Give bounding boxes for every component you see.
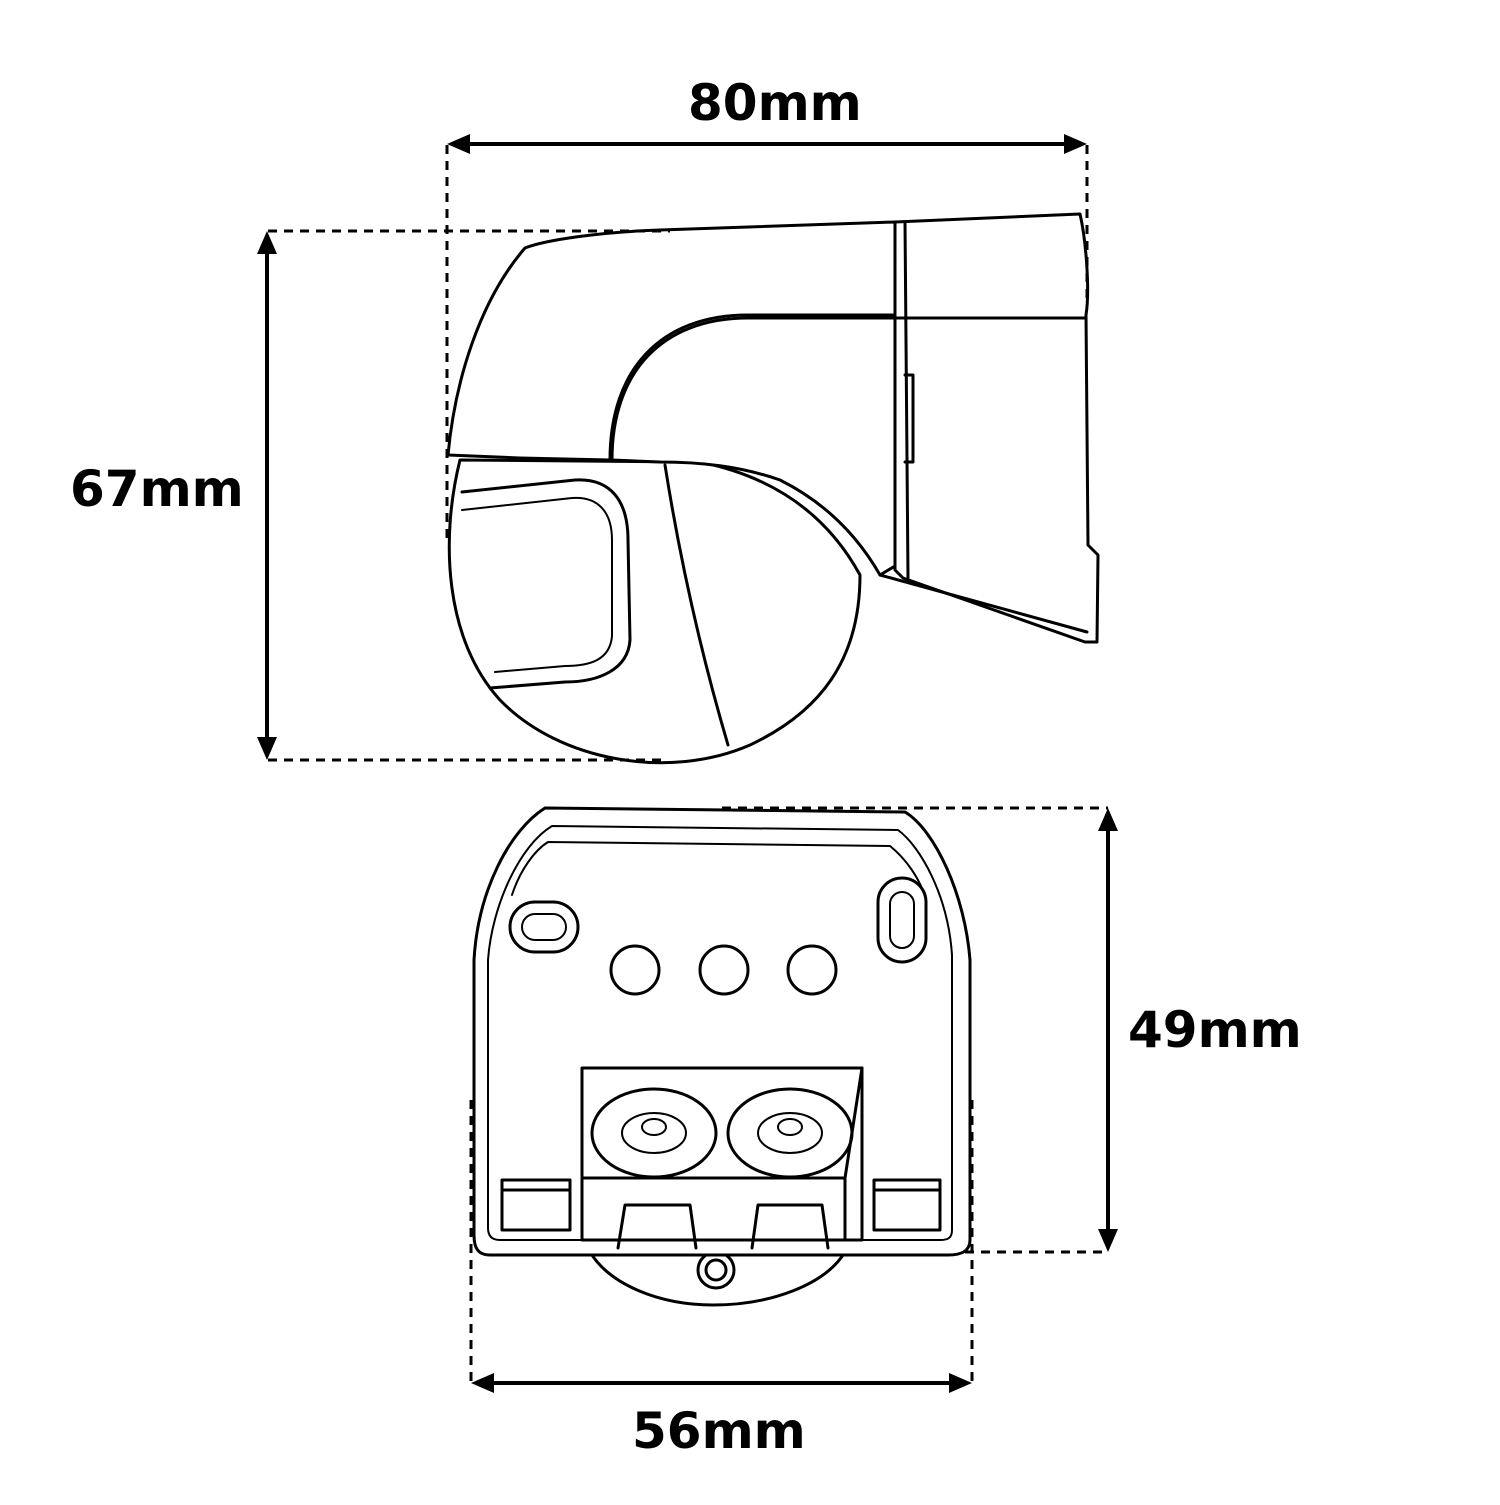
- terminal-1-outer: [590, 1087, 718, 1179]
- knockout-hole-1: [609, 944, 661, 996]
- terminal-2-outer: [726, 1087, 854, 1179]
- dimension-56mm: [469, 1100, 974, 1393]
- side-tab-right: [872, 1178, 942, 1232]
- wire-clamp-right: [750, 1203, 830, 1250]
- sensor-dome: [447, 458, 862, 765]
- sensor-lens-inner: [461, 496, 613, 673]
- terminal-1-screw: [641, 1118, 667, 1136]
- arrowhead-bottom: [257, 737, 277, 760]
- dimension-49mm: [722, 806, 1118, 1254]
- arrowhead-bottom: [1098, 1229, 1118, 1252]
- mount-frame-rib: [511, 841, 927, 901]
- dimension-67mm: [257, 229, 670, 762]
- front-view: [472, 806, 972, 1307]
- wire-clamp-left: [616, 1203, 698, 1250]
- arrowhead-top: [1098, 808, 1118, 831]
- sensor-seam: [663, 463, 730, 747]
- screw-hole-inner: [704, 1258, 728, 1282]
- dimension-label-width-bottom: 56mm: [632, 1402, 806, 1460]
- mount-slot-right-inner: [889, 891, 915, 949]
- wall-mount-block: [893, 212, 1100, 644]
- mount-slot-left: [508, 900, 580, 954]
- terminal-block: [580, 1066, 864, 1242]
- mount-slot-left-inner: [521, 913, 567, 941]
- dimension-80mm: [445, 134, 1089, 545]
- side-view: [446, 212, 1100, 765]
- knockout-hole-3: [786, 944, 838, 996]
- mount-slot-right: [876, 876, 928, 964]
- arrowhead-left: [447, 134, 470, 154]
- terminal-2-screw: [777, 1118, 803, 1136]
- arrowhead-right: [949, 1373, 972, 1393]
- knockout-hole-2: [698, 944, 750, 996]
- dimension-label-height-right: 49mm: [1128, 1001, 1302, 1059]
- housing-arm: [610, 316, 907, 577]
- wall-mount-notch: [903, 373, 915, 464]
- wall-mount-seam: [903, 220, 910, 580]
- dimension-label-height-left: 67mm: [70, 460, 244, 518]
- sensor-lens-window: [460, 478, 632, 690]
- arrowhead-left: [471, 1373, 494, 1393]
- wall-mount-base: [878, 573, 1089, 634]
- housing-upper: [446, 220, 897, 462]
- arrowhead-right: [1064, 134, 1087, 154]
- arrowhead-top: [257, 231, 277, 254]
- terminal-1-ring: [621, 1112, 687, 1154]
- terminal-2-ring: [757, 1112, 823, 1154]
- dimension-label-width-top: 80mm: [688, 74, 862, 132]
- side-tab-left: [500, 1178, 572, 1232]
